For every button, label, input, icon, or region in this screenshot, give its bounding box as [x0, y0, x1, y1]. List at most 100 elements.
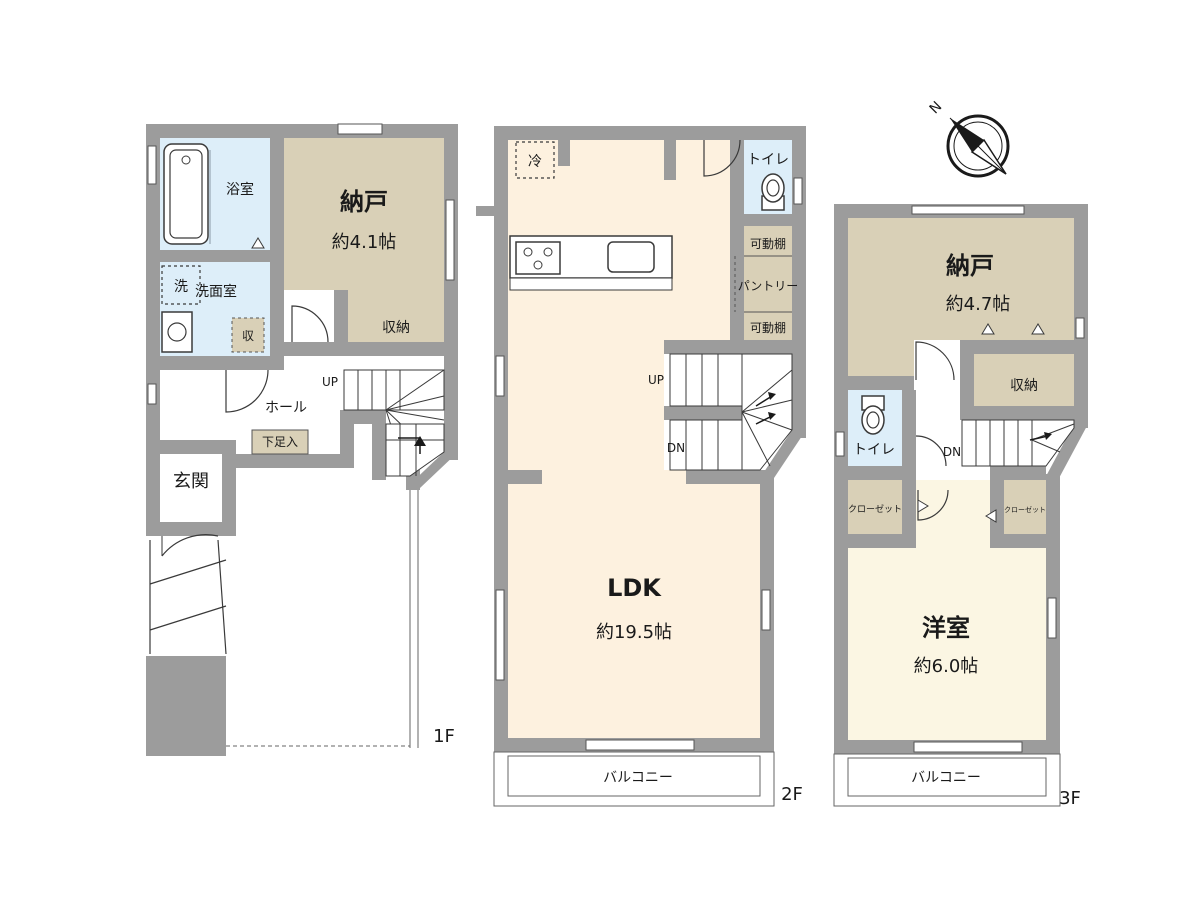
wall [686, 470, 774, 484]
storage-room-3f-name: 納戸 [946, 252, 994, 280]
window [147, 145, 157, 185]
kitchen-sink [607, 241, 655, 273]
wall [476, 206, 494, 216]
washer-label: 洗 [174, 279, 188, 295]
floor-1: 浴室 納戸 約4.1帖 洗 洗面室 収 収納 ホール UP 下足入 玄関 1F [146, 123, 458, 756]
wall [990, 466, 1046, 480]
western-room-alcove [916, 480, 990, 548]
window [1047, 597, 1057, 639]
wall [730, 140, 744, 340]
toilet-icon [761, 173, 785, 211]
entrance-label: 玄関 [173, 471, 209, 492]
wall [146, 522, 236, 536]
wall [744, 214, 792, 226]
ldk-lower-floor [508, 484, 760, 738]
wall [848, 376, 914, 390]
wall [146, 124, 458, 138]
storage-closet-3f [974, 354, 1074, 406]
wall [960, 340, 1088, 354]
stairs-1f [343, 369, 445, 477]
door-swing [703, 139, 741, 177]
storage-room-1f [284, 138, 444, 290]
door-arrow-icon [251, 237, 265, 249]
closet-right-label: クローゼット [1004, 505, 1046, 514]
window [585, 739, 695, 751]
stairs-2f [669, 353, 793, 471]
wall [334, 290, 348, 342]
stairs-3f [961, 419, 1075, 467]
wall [960, 406, 1088, 420]
wall [664, 406, 742, 420]
wall [372, 410, 386, 480]
door-swing [291, 305, 329, 343]
stairs-up-label-2f: UP [648, 373, 664, 387]
drain-icon [181, 155, 191, 165]
door-swing [915, 341, 955, 381]
wall [558, 140, 570, 166]
pantry-label: パントリー [738, 279, 799, 293]
western-room [848, 548, 1046, 740]
closet-left-label: クローゼット [848, 503, 902, 515]
wall [236, 454, 354, 468]
wall [1074, 204, 1088, 428]
burner-icon [523, 247, 533, 257]
bathtub [163, 143, 209, 245]
balcony-3f-inner [847, 757, 1047, 797]
shoe-storage [251, 429, 309, 455]
toilet-label-2f: トイレ [747, 152, 789, 168]
window [911, 205, 1025, 215]
wall [1044, 424, 1088, 480]
wall [146, 124, 160, 536]
toilet-label-3f: トイレ [853, 442, 895, 458]
western-room-name: 洋室 [922, 614, 970, 642]
door-swing [917, 489, 949, 521]
floor-2: 冷 トイレ 可動棚 パントリー 可動棚 UP DN LDK 約19.5帖 バルコ… [476, 126, 806, 807]
washroom-label: 洗面室 [195, 283, 237, 300]
bath-label: 浴室 [226, 181, 254, 198]
storage-closet-3f-label: 収納 [1010, 378, 1038, 394]
window [1075, 317, 1085, 339]
wash-storage [231, 317, 265, 353]
wall [146, 656, 226, 756]
wall [494, 126, 806, 140]
storage-room-size: 約4.1帖 [332, 232, 397, 253]
floor-3-label: 3F [1059, 788, 1081, 809]
burner-icon [543, 247, 553, 257]
wall [146, 250, 284, 262]
wall [444, 124, 458, 460]
stairs-dn-label-2f: DN [667, 441, 685, 455]
fridge-label: 冷 [528, 154, 542, 170]
wall [960, 340, 974, 420]
storage-room-3f-size: 約4.7帖 [946, 294, 1011, 315]
wall [664, 140, 676, 180]
door-swing [225, 369, 269, 413]
storage-room-3f [848, 218, 1074, 376]
door-arrow-icon [981, 323, 995, 335]
ldk-connector [542, 470, 686, 484]
counter-bar [509, 277, 673, 291]
window [793, 177, 803, 205]
closet-left [848, 480, 902, 534]
window [913, 741, 1023, 753]
storage-closet-label: 収納 [382, 320, 410, 336]
window [445, 199, 455, 281]
door-arrow-icon [1031, 323, 1045, 335]
bathtub-inner [169, 149, 203, 239]
wall [664, 340, 806, 354]
floor-2-label: 2F [781, 784, 803, 805]
ldk-size: 約19.5帖 [596, 622, 672, 643]
wall [990, 480, 1004, 548]
wall [848, 466, 916, 480]
compass-north-label: N [927, 99, 946, 118]
fridge-space [515, 141, 555, 179]
sink [161, 311, 193, 353]
ldk-upper-floor [508, 140, 730, 470]
window [495, 589, 505, 681]
shelf-top-label: 可動棚 [750, 236, 786, 251]
wall [834, 204, 848, 754]
window [495, 355, 505, 397]
washer-space [161, 265, 201, 305]
entrance-door-swing [161, 534, 219, 557]
entrance-room [160, 454, 222, 522]
